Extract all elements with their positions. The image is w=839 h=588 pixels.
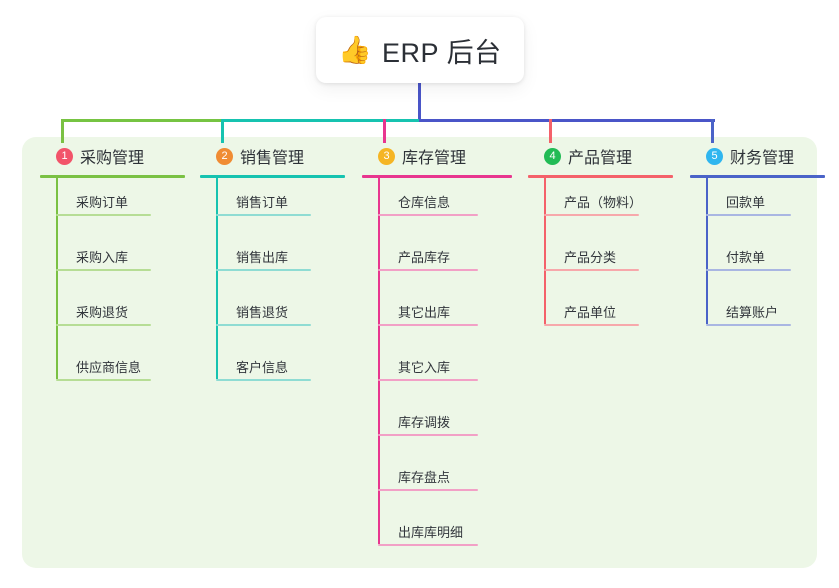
leaf-underline (706, 214, 791, 216)
leaf-underline (378, 324, 478, 326)
leaf-item[interactable]: 库存调拨 (398, 415, 451, 430)
leaf-item[interactable]: 回款单 (726, 195, 766, 210)
leaf-list: 仓库信息产品库存其它出库其它入库库存调拨库存盘点出库库明细 (362, 178, 517, 546)
leaf-underline (56, 324, 151, 326)
leaf-list: 销售订单销售出库销售退货客户信息 (200, 178, 350, 381)
leaf-underline (544, 214, 639, 216)
branch-drop-line-1 (61, 119, 64, 143)
leaf-item[interactable]: 客户信息 (236, 360, 289, 375)
branch-title: 产品管理 (568, 150, 633, 167)
branch-underline (690, 175, 825, 178)
leaf-spine-line (544, 178, 546, 324)
leaf-item[interactable]: 其它出库 (398, 305, 451, 320)
leaf-spine-line (216, 178, 218, 379)
branch-title: 库存管理 (402, 150, 467, 167)
leaf-spine-line (706, 178, 708, 324)
branch-column-1: 1 采购管理采购订单采购入库采购退货供应商信息 (40, 143, 190, 381)
leaf-underline (56, 379, 151, 381)
leaf-item[interactable]: 采购退货 (76, 305, 129, 320)
leaf-underline (378, 379, 478, 381)
branch-column-4: 4 产品管理产品（物料） 产品分类产品单位 (528, 143, 678, 326)
leaf-item[interactable]: 其它入库 (398, 360, 451, 375)
root-title: ERP 后台 (382, 37, 502, 68)
leaf-underline (216, 214, 311, 216)
thumbs-up-icon: 👍 (338, 34, 373, 65)
leaf-list: 采购订单采购入库采购退货供应商信息 (40, 178, 190, 381)
branch-header-5[interactable]: 5 财务管理 (690, 143, 830, 169)
leaf-underline (216, 379, 311, 381)
branch-header-4[interactable]: 4 产品管理 (528, 143, 678, 169)
branch-header-2[interactable]: 2 销售管理 (200, 143, 350, 169)
leaf-item[interactable]: 结算账户 (726, 305, 779, 320)
leaf-underline (56, 214, 151, 216)
leaf-item[interactable]: 销售订单 (236, 195, 289, 210)
branch-number-badge: 1 (56, 147, 73, 165)
leaf-underline (56, 269, 151, 271)
branch-column-2: 2 销售管理销售订单销售出库销售退货客户信息 (200, 143, 350, 381)
branch-title: 财务管理 (730, 150, 795, 167)
leaf-list: 回款单付款单结算账户 (690, 178, 830, 326)
branch-title: 采购管理 (80, 150, 145, 167)
branch-underline (362, 175, 512, 178)
branch-number-badge: 3 (378, 147, 395, 165)
root-stem-line (418, 83, 421, 122)
leaf-spine-line (378, 178, 380, 544)
branch-underline (528, 175, 673, 178)
leaf-underline (544, 269, 639, 271)
branch-drop-line-2 (221, 119, 224, 143)
leaf-item[interactable]: 销售出库 (236, 250, 289, 265)
bus-segment-blue (419, 119, 715, 122)
branch-header-3[interactable]: 3 库存管理 (362, 143, 517, 169)
leaf-item[interactable]: 产品分类 (564, 250, 617, 265)
root-node[interactable]: 👍 ERP 后台 (316, 17, 524, 83)
branch-column-3: 3 库存管理仓库信息产品库存其它出库其它入库库存调拨库存盘点出库库明细 (362, 143, 517, 546)
leaf-item[interactable]: 库存盘点 (398, 470, 451, 485)
branch-underline (200, 175, 345, 178)
leaf-underline (378, 269, 478, 271)
leaf-item[interactable]: 采购入库 (76, 250, 129, 265)
bus-segment-green (62, 119, 222, 122)
leaf-item[interactable]: 产品库存 (398, 250, 451, 265)
branch-header-1[interactable]: 1 采购管理 (40, 143, 190, 169)
branches-panel (22, 137, 817, 568)
leaf-underline (706, 324, 791, 326)
leaf-underline (378, 489, 478, 491)
bus-segment-teal (222, 119, 419, 122)
leaf-underline (544, 324, 639, 326)
leaf-item[interactable]: 出库库明细 (398, 525, 464, 540)
leaf-item[interactable]: 产品单位 (564, 305, 617, 320)
leaf-item[interactable]: 销售退货 (236, 305, 289, 320)
branch-number-badge: 5 (706, 147, 723, 165)
leaf-underline (378, 434, 478, 436)
branch-drop-line-5 (711, 119, 714, 143)
branch-number-badge: 4 (544, 147, 561, 165)
leaf-underline (378, 214, 478, 216)
branch-column-5: 5 财务管理回款单付款单结算账户 (690, 143, 830, 326)
leaf-item[interactable]: 付款单 (726, 250, 766, 265)
branch-drop-line-3 (383, 119, 386, 143)
branch-title: 销售管理 (240, 150, 305, 167)
leaf-underline (706, 269, 791, 271)
branch-drop-line-4 (549, 119, 552, 143)
leaf-item[interactable]: 产品（物料） (564, 195, 643, 210)
leaf-item[interactable]: 供应商信息 (76, 360, 142, 375)
branch-number-badge: 2 (216, 147, 233, 165)
leaf-item[interactable]: 采购订单 (76, 195, 129, 210)
leaf-underline (378, 544, 478, 546)
leaf-list: 产品（物料） 产品分类产品单位 (528, 178, 678, 326)
branch-underline (40, 175, 185, 178)
leaf-underline (216, 324, 311, 326)
leaf-underline (216, 269, 311, 271)
leaf-spine-line (56, 178, 58, 379)
leaf-item[interactable]: 仓库信息 (398, 195, 451, 210)
